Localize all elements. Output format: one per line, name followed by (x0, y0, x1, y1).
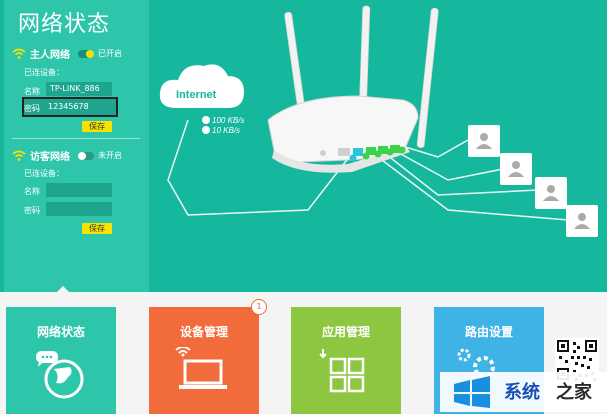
windows-logo-icon (454, 376, 490, 408)
guest-network-header: 访客网络 未开启 (12, 148, 122, 163)
wifi-icon (12, 150, 26, 161)
tab-label: 设备管理 (179, 325, 228, 339)
primary-connected-label: 已连设备： (24, 68, 64, 77)
internet-label: Internet (176, 89, 217, 101)
guest-network-toggle[interactable] (78, 151, 94, 160)
tab-device-management[interactable]: 设备管理 1 (149, 299, 267, 414)
router-antennas (284, 5, 439, 149)
wifi-icon (12, 48, 26, 59)
globe-icon (36, 351, 84, 399)
client-devices (468, 125, 598, 237)
guest-save-button[interactable]: 保存 (82, 223, 112, 234)
cable-line (167, 119, 354, 216)
cable-line (389, 147, 509, 181)
guest-connected-label: 已连设备： (24, 169, 64, 178)
internet-cloud-icon (159, 64, 244, 108)
primary-network-toggle[interactable] (78, 49, 94, 58)
section-divider (12, 138, 140, 139)
network-diagram: Internet 100 KB/s 10 KB/s (159, 5, 598, 237)
active-tab-pointer (56, 286, 70, 293)
router-icon (267, 95, 419, 173)
svg-text:10 KB/s: 10 KB/s (212, 126, 240, 135)
primary-save-button[interactable]: 保存 (82, 121, 112, 132)
tab-label: 应用管理 (321, 325, 370, 339)
network-sidebar: 网络状态 主人网络 已开启 已连设备： 名称 TP-LINK_886 12345… (4, 0, 148, 292)
laptop-icon (175, 347, 227, 389)
apps-grid-icon (319, 349, 365, 393)
primary-name-field[interactable]: TP-LINK_886 (46, 82, 112, 96)
primary-password-field[interactable]: 12345678 (22, 97, 118, 117)
cable-line (365, 147, 569, 221)
primary-network-label: 主人网络 (30, 50, 70, 61)
port-plugs (349, 146, 406, 162)
watermark-text-brand: 系统 (504, 382, 540, 403)
watermark-text-suffix: 之家 (556, 382, 592, 403)
guest-network-status: 未开启 (98, 151, 122, 160)
guest-password-label: 密码 (24, 206, 40, 215)
primary-network-status: 已开启 (98, 49, 122, 58)
tab-app-management[interactable]: 应用管理 (291, 307, 401, 414)
primary-network-header: 主人网络 已开启 (12, 46, 122, 61)
cable-line (377, 147, 539, 196)
tab-network-status[interactable]: 网络状态 (6, 307, 116, 414)
notification-badge: 1 (251, 299, 267, 315)
page-title: 网络状态 (18, 12, 111, 37)
cable-line (401, 139, 469, 158)
guest-name-label: 名称 (24, 187, 40, 196)
guest-name-field[interactable] (46, 183, 112, 197)
guest-password-field[interactable] (46, 202, 112, 216)
tab-label: 网络状态 (36, 325, 85, 339)
guest-network-label: 访客网络 (30, 152, 70, 163)
svg-text:100 KB/s: 100 KB/s (212, 116, 244, 125)
primary-name-label: 名称 (24, 87, 40, 96)
tab-label: 路由设置 (464, 325, 513, 339)
primary-password-label: 密码 (24, 104, 40, 113)
